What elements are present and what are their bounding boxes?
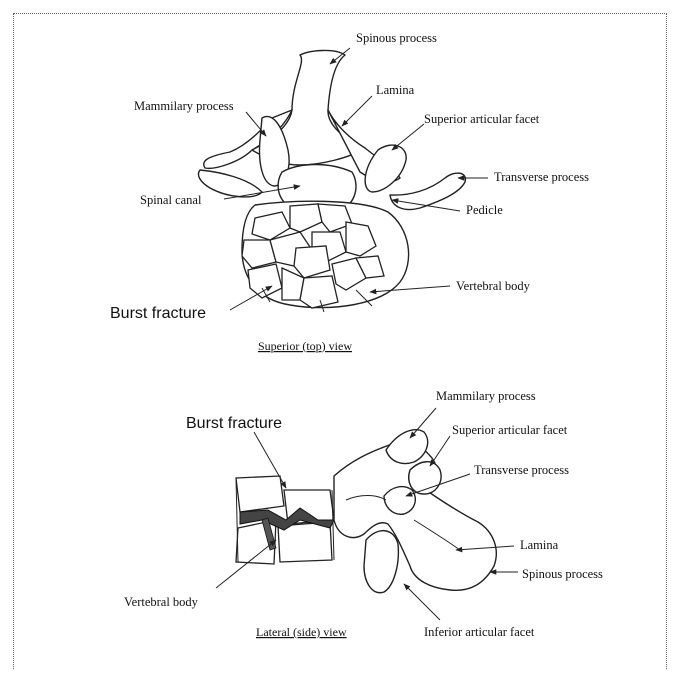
label-superior-pedicle: Pedicle	[466, 203, 503, 217]
label-lateral-burst-fracture: Burst fracture	[186, 415, 282, 432]
label-superior-articular-facet: Superior articular facet	[424, 112, 540, 126]
label-lateral-spinous-process: Spinous process	[522, 567, 603, 581]
label-superior-transverse-process: Transverse process	[494, 170, 589, 184]
label-superior-vertebral-body: Vertebral body	[456, 279, 531, 293]
caption-superior-view: Superior (top) view	[258, 339, 352, 353]
label-superior-mammilary-process: Mammilary process	[134, 99, 234, 113]
lateral-inferior-facet	[364, 531, 398, 593]
label-superior-lamina: Lamina	[376, 83, 415, 97]
superior-left-transverse	[198, 170, 262, 197]
label-superior-spinal-canal: Spinal canal	[140, 193, 202, 207]
lateral-posterior-arch	[334, 441, 496, 590]
label-lateral-superior-articular-facet: Superior articular facet	[452, 423, 568, 437]
label-superior-burst-fracture: Burst fracture	[110, 305, 206, 322]
caption-lateral-view: Lateral (side) view	[256, 625, 347, 639]
lateral-body-top-left	[236, 476, 284, 512]
label-lateral-transverse-process: Transverse process	[474, 463, 569, 477]
label-superior-spinous-process: Spinous process	[356, 31, 437, 45]
superior-view-illustration	[198, 48, 488, 312]
superior-right-transverse	[390, 173, 465, 209]
label-lateral-vertebral-body: Vertebral body	[124, 595, 199, 609]
lateral-view-illustration	[216, 408, 518, 620]
label-lateral-lamina: Lamina	[520, 538, 559, 552]
label-lateral-mammilary-process: Mammilary process	[436, 389, 536, 403]
label-lateral-inferior-articular-facet: Inferior articular facet	[424, 625, 535, 639]
